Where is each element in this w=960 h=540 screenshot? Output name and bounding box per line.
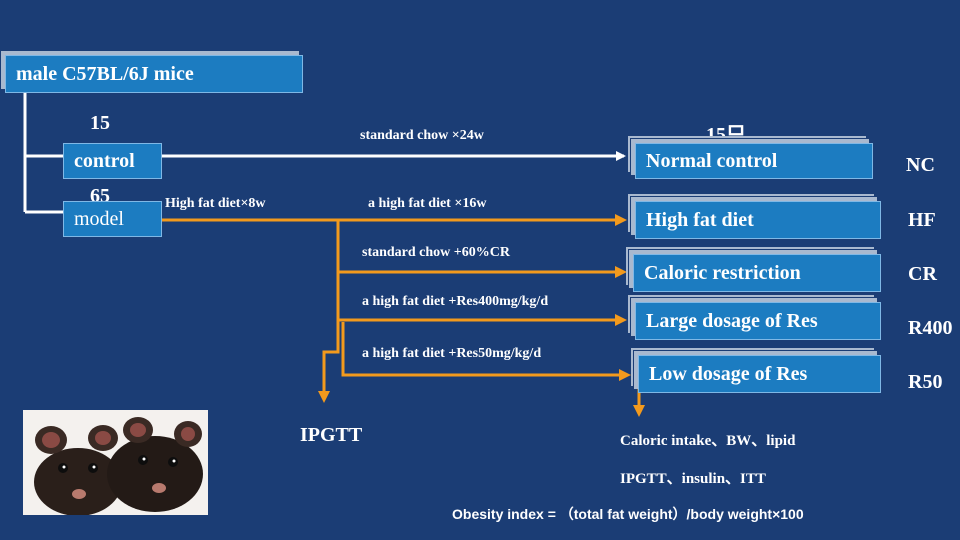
obesity-index-formula: Obesity index = （total fat weight）/body … xyxy=(452,506,804,522)
ipgtt-label: IPGTT xyxy=(300,424,363,446)
group-box-r400: Large dosage of Res xyxy=(635,302,881,340)
edge-label-cr: standard chow +60%CR xyxy=(362,245,510,260)
control-box-label: control xyxy=(74,149,135,172)
abbr-r50: R50 xyxy=(908,371,943,393)
abbr-cr: CR xyxy=(908,263,937,285)
tree-connector xyxy=(23,92,63,214)
group-box-hf: High fat diet xyxy=(635,201,881,239)
edge-label-model-initial: High fat diet×8w xyxy=(165,196,266,211)
control-count: 15 xyxy=(90,112,110,134)
edge-label-hf: a high fat diet ×16w xyxy=(368,196,487,211)
group-label-nc: Normal control xyxy=(646,149,778,172)
model-box-label: model xyxy=(74,207,124,230)
control-box: control xyxy=(63,143,162,179)
group-box-cr: Caloric restriction xyxy=(633,254,881,292)
start-box-label: male C57BL/6J mice xyxy=(16,62,194,85)
start-box: male C57BL/6J mice xyxy=(5,55,303,93)
group-label-r400: Large dosage of Res xyxy=(646,309,818,332)
edge-label-r400: a high fat diet +Res400mg/kg/d xyxy=(362,294,549,309)
measures-line-2: IPGTT、insulin、ITT xyxy=(620,471,766,487)
group-box-r50: Low dosage of Res xyxy=(638,355,881,393)
edge-label-r50: a high fat diet +Res50mg/kg/d xyxy=(362,346,542,361)
abbr-nc: NC xyxy=(906,154,935,176)
group-count: 15只 xyxy=(706,124,746,146)
arrow-to-r50 xyxy=(341,322,631,381)
group-label-hf: High fat diet xyxy=(646,208,754,231)
group-box-nc: Normal control xyxy=(635,143,873,179)
edge-label-control: standard chow ×24w xyxy=(360,128,484,143)
group-label-cr: Caloric restriction xyxy=(644,261,801,284)
abbr-hf: HF xyxy=(908,209,936,231)
model-box: model xyxy=(63,201,162,237)
mice-photo xyxy=(23,410,208,515)
abbr-r400: R400 xyxy=(908,317,953,339)
group-label-r50: Low dosage of Res xyxy=(649,362,808,385)
arrow-to-ipgtt xyxy=(318,322,340,403)
measures-line-1: Caloric intake、BW、lipid xyxy=(620,433,796,449)
